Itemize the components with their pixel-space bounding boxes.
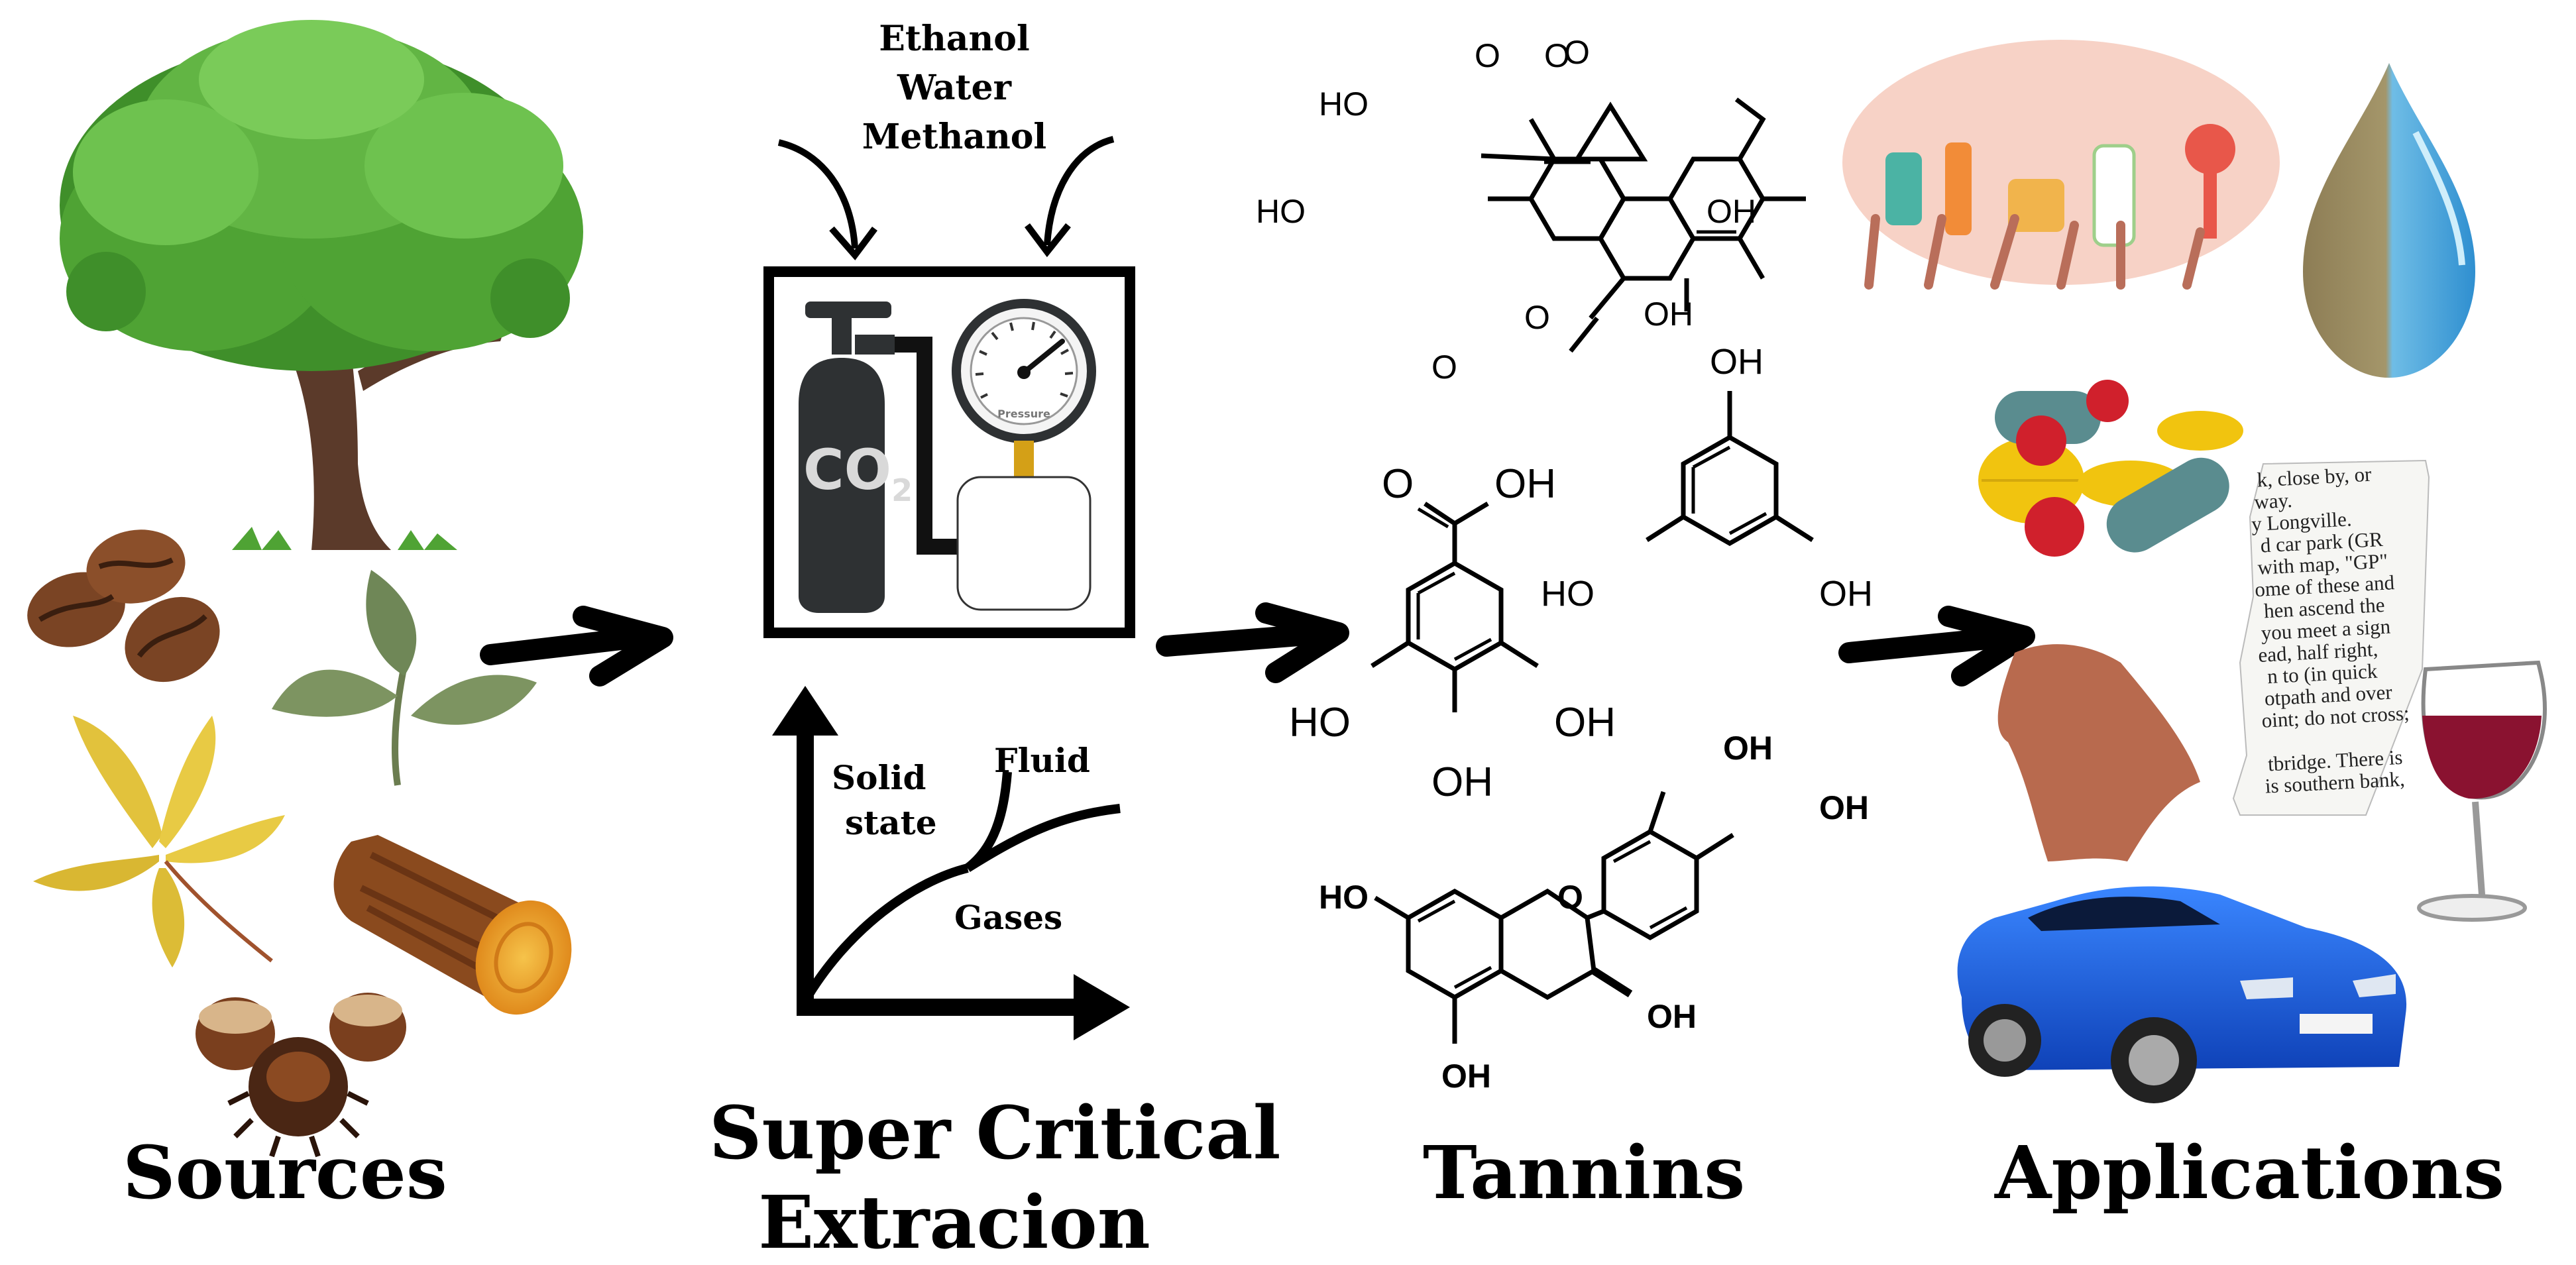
phase-gases-label: Gases (954, 898, 1063, 937)
ellagic-oh-2: OH (1644, 296, 1693, 333)
ellagic-o-ring2: O (1524, 299, 1550, 336)
ellagic-ho-1: HO (1319, 85, 1369, 123)
wood-log-illustration (333, 835, 572, 1015)
coffee-beans-illustration (27, 529, 220, 683)
tea-leaves-illustration (272, 570, 537, 786)
catechin-oh-right: OH (1819, 789, 1869, 826)
solvent-list: Ethanol Water Methanol (842, 15, 1067, 162)
newspaper-line: y Longville. (2251, 507, 2352, 535)
extraction-vessel (956, 476, 1092, 611)
ellagic-o-carbonyl1: O (1564, 34, 1590, 71)
gallic-oh-right: OH (1554, 700, 1616, 745)
newspaper-line: way. (2253, 488, 2292, 514)
ellagic-ho-2: HO (1256, 193, 1306, 230)
catechin-oh-ring: OH (1647, 998, 1697, 1035)
phase-solid-label: Solid state (832, 758, 937, 842)
catechin-oh-top: OH (1723, 730, 1773, 767)
ellagic-o-ring1: O (1544, 37, 1570, 74)
pressure-gauge-icon (952, 299, 1096, 477)
pressure-gauge-label: Pressure (997, 408, 1050, 420)
ellagic-oh-1: OH (1707, 193, 1756, 230)
phloroglucinol-oh-right: OH (1819, 574, 1873, 614)
cosmetics-illustration (1842, 40, 2280, 290)
arrow-sources-to-extraction (480, 606, 673, 687)
heading-tannins: Tannins (1422, 1130, 1746, 1215)
gallic-acid-structure (1371, 501, 1539, 712)
gallic-ho: HO (1289, 700, 1351, 745)
heading-sources: Sources (123, 1130, 447, 1215)
catechin-ho: HO (1319, 879, 1369, 916)
co2-cylinder-icon (799, 302, 958, 613)
solvent-ethanol: Ethanol (879, 19, 1030, 59)
heading-applications: Applications (1995, 1130, 2504, 1215)
arrow-extraction-to-tannins (1156, 602, 1349, 683)
gallic-oh-acid: OH (1494, 461, 1556, 507)
solvent-water: Water (897, 68, 1012, 108)
heading-supercritical-line1: Super Critical (709, 1090, 1281, 1176)
gallic-oh-bottom: OH (1431, 759, 1493, 805)
catechin-structure (1374, 791, 1734, 1044)
chestnuts-illustration (196, 993, 406, 1158)
co2-label: CO2 (803, 437, 913, 508)
solvent-curved-arrows (777, 136, 1115, 260)
leather-hide-illustration (1997, 644, 2200, 861)
tree-illustration (60, 20, 583, 550)
ellagic-o-top: O (1475, 37, 1500, 74)
heading-supercritical-line2: Extracion (758, 1180, 1150, 1265)
catechin-oh-bottom: OH (1441, 1058, 1491, 1095)
pills-illustration (1978, 380, 2243, 557)
ellagic-o-carbonyl2: O (1431, 349, 1457, 386)
phloroglucinol-structure (1646, 391, 1814, 547)
solvent-methanol: Methanol (862, 117, 1047, 157)
gallic-o: O (1382, 461, 1414, 507)
newspaper-line: n to (in quick (2267, 659, 2378, 688)
chestnut-leaf-illustration (33, 716, 285, 967)
phloroglucinol-ho: HO (1541, 574, 1595, 614)
ellagic-acid-structure (1481, 97, 1806, 353)
water-drop-illustration (2303, 63, 2475, 378)
wine-glass-illustration (2417, 660, 2548, 922)
blue-car-illustration (1957, 886, 2407, 1103)
catechin-o-ring: O (1557, 879, 1583, 916)
phase-fluid-label: Fluid (994, 741, 1090, 780)
phase-diagram (772, 686, 1130, 1040)
arrow-tannins-to-applications (1838, 606, 2035, 687)
phloroglucinol-oh-top: OH (1710, 342, 1764, 382)
